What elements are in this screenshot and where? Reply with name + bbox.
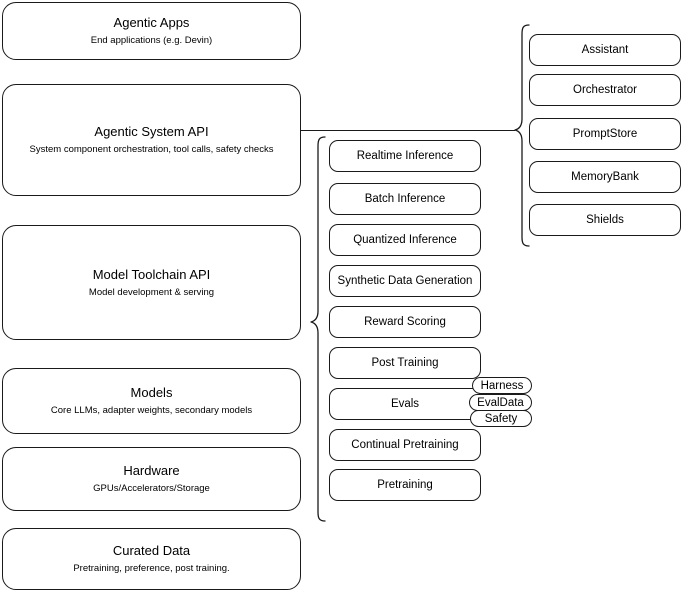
layer-subtitle: GPUs/Accelerators/Storage: [93, 483, 210, 494]
layer-box-agentic-apps[interactable]: Agentic Apps End applications (e.g. Devi…: [2, 2, 301, 60]
layer-title: Agentic Apps: [113, 15, 190, 30]
capability-box-batch-inference[interactable]: Batch Inference: [329, 183, 481, 215]
layer-title: Model Toolchain API: [92, 266, 211, 282]
capability-label: Continual Pretraining: [351, 439, 459, 451]
component-label: Shields: [586, 214, 624, 226]
component-label: MemoryBank: [571, 171, 639, 183]
component-box-assistant[interactable]: Assistant: [529, 34, 681, 66]
capability-box-synthetic-data-generation[interactable]: Synthetic Data Generation: [329, 265, 481, 297]
component-box-memorybank[interactable]: MemoryBank: [529, 161, 681, 193]
capability-label: Batch Inference: [364, 193, 446, 205]
component-label: Orchestrator: [573, 84, 637, 96]
layer-title: Curated Data: [112, 543, 191, 558]
capability-label: Post Training: [371, 357, 439, 369]
brace-toolchain: [310, 136, 326, 522]
layer-title: Hardware: [123, 463, 180, 478]
component-box-shields[interactable]: Shields: [529, 204, 681, 236]
layer-box-hardware[interactable]: Hardware GPUs/Accelerators/Storage: [2, 447, 301, 511]
layer-subtitle: Pretraining, preference, post training.: [73, 563, 230, 574]
layer-title: Models: [130, 385, 173, 400]
brace-system-components: [514, 24, 530, 247]
layer-box-model-toolchain-api[interactable]: Model Toolchain API Model development & …: [2, 225, 301, 340]
layer-box-curated-data[interactable]: Curated Data Pretraining, preference, po…: [2, 528, 301, 590]
capability-box-quantized-inference[interactable]: Quantized Inference: [329, 224, 481, 256]
eval-tag-harness[interactable]: Harness: [472, 377, 532, 394]
layer-subtitle: Core LLMs, adapter weights, secondary mo…: [50, 405, 253, 416]
capability-label: Pretraining: [377, 479, 433, 491]
component-label: Assistant: [581, 44, 629, 56]
layer-subtitle: End applications (e.g. Devin): [90, 35, 213, 46]
capability-box-reward-scoring[interactable]: Reward Scoring: [329, 306, 481, 338]
eval-tag-evaldata[interactable]: EvalData: [469, 394, 532, 411]
capability-box-evals[interactable]: Evals: [329, 388, 481, 420]
layer-box-models[interactable]: Models Core LLMs, adapter weights, secon…: [2, 368, 301, 434]
capability-box-pretraining[interactable]: Pretraining: [329, 469, 481, 501]
capability-label: Synthetic Data Generation: [337, 275, 473, 287]
connector-system-api-to-components: [301, 130, 515, 132]
capability-label: Quantized Inference: [353, 234, 457, 246]
capability-box-post-training[interactable]: Post Training: [329, 347, 481, 379]
layer-subtitle: System component orchestration, tool cal…: [29, 144, 274, 155]
component-box-promptstore[interactable]: PromptStore: [529, 118, 681, 150]
eval-tag-safety[interactable]: Safety: [470, 410, 532, 427]
capability-label: Reward Scoring: [364, 316, 446, 328]
capability-label: Evals: [390, 398, 420, 410]
component-box-orchestrator[interactable]: Orchestrator: [529, 74, 681, 106]
layer-box-agentic-system-api[interactable]: Agentic System API System component orch…: [2, 84, 301, 196]
capability-box-continual-pretraining[interactable]: Continual Pretraining: [329, 429, 481, 461]
layer-title: Agentic System API: [94, 124, 209, 139]
capability-box-realtime-inference[interactable]: Realtime Inference: [329, 140, 481, 172]
layer-subtitle: Model development & serving: [88, 286, 215, 298]
component-label: PromptStore: [572, 128, 638, 140]
capability-label: Realtime Inference: [356, 150, 454, 162]
